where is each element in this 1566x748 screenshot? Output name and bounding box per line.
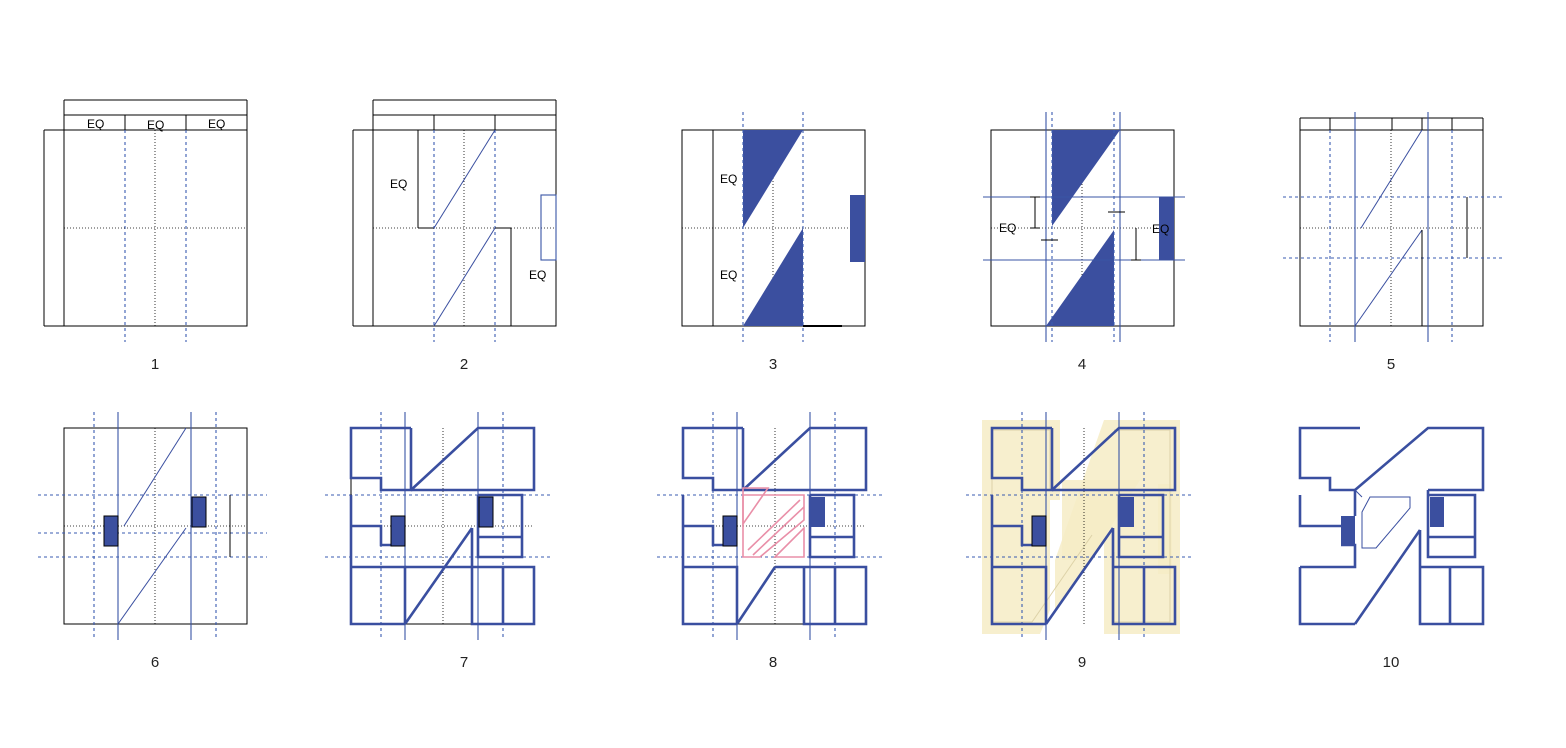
- panel-5: [1283, 112, 1503, 342]
- eq-label: EQ: [147, 118, 164, 132]
- step-label: 2: [460, 356, 468, 373]
- step-label: 8: [769, 654, 777, 671]
- eq-label: EQ: [720, 172, 737, 186]
- eq-label: EQ: [87, 117, 104, 131]
- eq-label: EQ: [390, 177, 407, 191]
- step-label: 3: [769, 356, 777, 373]
- panel-2: EQ EQ: [352, 99, 557, 342]
- step-label: 10: [1383, 654, 1400, 671]
- panel-7: [325, 412, 553, 640]
- panel-9: [966, 412, 1194, 640]
- eq-label: EQ: [529, 268, 546, 282]
- eq-label: EQ: [999, 221, 1016, 235]
- panel-4: EQ EQ: [983, 112, 1185, 342]
- step-label: 5: [1387, 356, 1395, 373]
- panel-8: [657, 412, 885, 640]
- panel-3: EQ EQ: [681, 112, 866, 342]
- eq-label: EQ: [208, 117, 225, 131]
- eq-label: EQ: [1152, 222, 1169, 236]
- eq-label: EQ: [720, 268, 737, 282]
- panel-6: [38, 412, 267, 640]
- panel-10: [1298, 426, 1485, 626]
- step-label: 6: [151, 654, 159, 671]
- panel-1: EQ EQ EQ: [43, 99, 248, 342]
- step-label: 4: [1078, 356, 1086, 373]
- step-label: 1: [151, 356, 159, 373]
- step-label: 9: [1078, 654, 1086, 671]
- step-label: 7: [460, 654, 468, 671]
